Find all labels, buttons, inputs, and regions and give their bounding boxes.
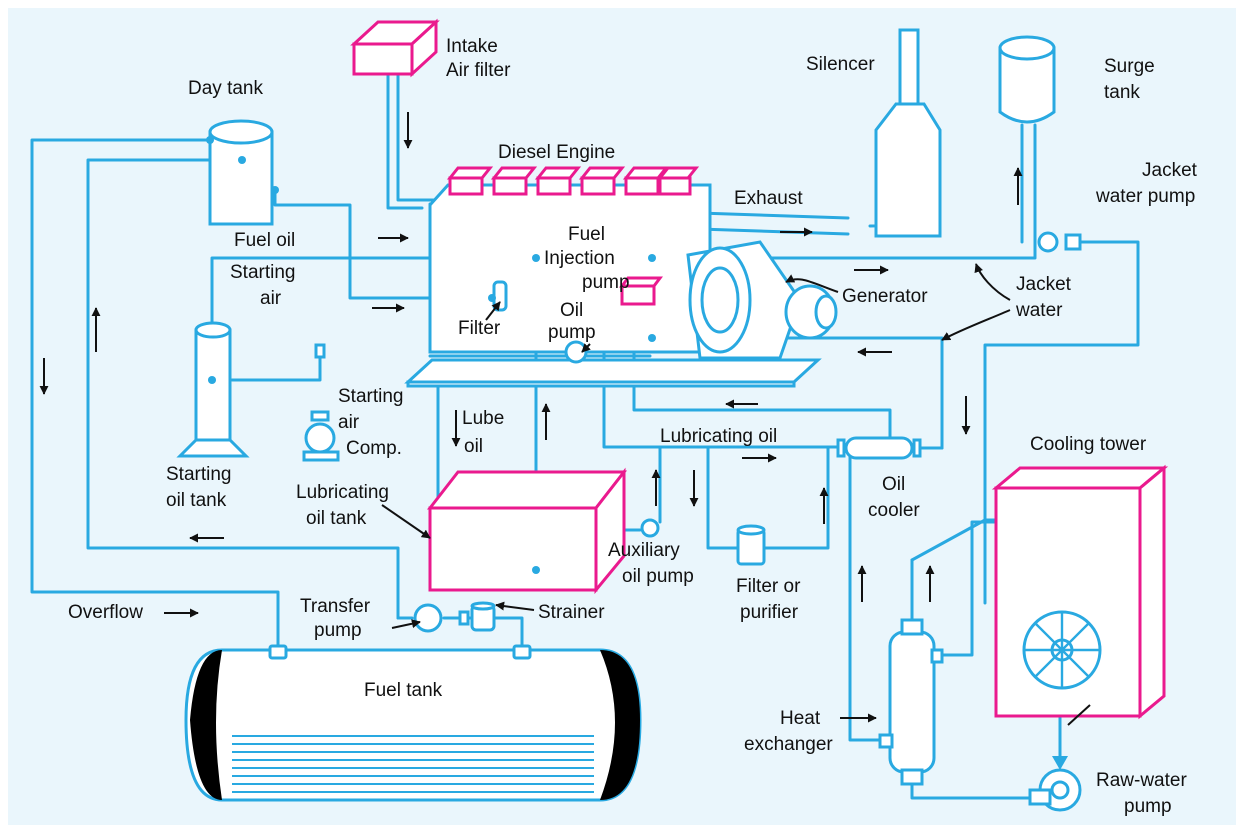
oil-cooler [836, 436, 922, 460]
heat-exchanger [878, 618, 944, 786]
label-heat-exchanger-1: Heat [780, 708, 821, 729]
label-raw-water-pump-2: pump [1124, 796, 1172, 817]
label-filter-or-purifier-2: purifier [740, 602, 799, 623]
label-exhaust: Exhaust [734, 188, 803, 209]
starting-air-compressor [302, 343, 340, 462]
label-starting-air-comp-3: Comp. [346, 438, 402, 459]
label-starting-oil-tank-1: Starting [166, 464, 231, 485]
fuel-tank [184, 644, 642, 802]
label-jacket-water-1: Jacket [1016, 274, 1072, 295]
starting-oil-tank [176, 321, 250, 458]
label-fuel-injection-pump-1: Fuel [568, 224, 605, 245]
label-lube-oil-1: Lube [462, 408, 504, 429]
label-cooling-tower: Cooling tower [1030, 434, 1147, 455]
label-pointers [381, 263, 1091, 726]
label-silencer: Silencer [806, 54, 875, 75]
label-starting-air-comp-2: air [338, 412, 360, 433]
label-jacket-water-pump-2: water pump [1095, 186, 1195, 207]
label-lubricating-oil-tank-1: Lubricating [296, 482, 389, 503]
generator [686, 240, 838, 360]
label-oil-cooler-2: cooler [868, 500, 920, 521]
label-filter: Filter [458, 318, 501, 339]
label-fuel-tank: Fuel tank [364, 680, 443, 701]
engine-cylinder-heads [446, 166, 700, 196]
lubricating-oil-tank [426, 467, 628, 595]
pipe-junctions [206, 136, 656, 574]
auxiliary-oil-pump [640, 518, 660, 538]
filter-or-purifier [736, 524, 766, 566]
label-starting-air-2: air [260, 288, 282, 309]
label-auxiliary-oil-pump-2: oil pump [622, 566, 694, 587]
label-fuel-injection-pump-2: Injection [544, 248, 615, 269]
raw-water-pump [1028, 756, 1082, 812]
silencer [874, 28, 942, 238]
surge-tank [998, 35, 1056, 124]
fuel-injection-pump [619, 276, 663, 306]
label-diesel-engine: Diesel Engine [498, 142, 615, 163]
label-oil-pump-1: Oil [560, 300, 583, 321]
label-generator: Generator [842, 286, 928, 307]
label-transfer-pump-1: Transfer [300, 596, 371, 617]
label-heat-exchanger-2: exchanger [744, 734, 833, 755]
label-strainer: Strainer [538, 602, 605, 623]
label-lube-oil-2: oil [464, 436, 483, 457]
strainer [470, 601, 496, 632]
label-lubricating-oil: Lubricating oil [660, 426, 777, 447]
label-oil-pump-2: pump [548, 322, 596, 343]
label-surge-tank-2: tank [1104, 82, 1140, 103]
label-lubricating-oil-tank-2: oil tank [306, 508, 367, 529]
label-filter-or-purifier-1: Filter or [736, 576, 801, 597]
labels: Intake Air filter Silencer Surge tank Da… [68, 36, 1198, 817]
jacket-water-pump [1037, 231, 1082, 253]
label-starting-air-comp-1: Starting [338, 386, 403, 407]
label-intake-air-filter-1: Intake [446, 36, 498, 57]
label-oil-cooler-1: Oil [882, 474, 905, 495]
label-fuel-oil: Fuel oil [234, 230, 295, 251]
label-surge-tank-1: Surge [1104, 56, 1155, 77]
intake-air-filter [350, 18, 440, 78]
day-tank [208, 119, 274, 226]
label-overflow: Overflow [68, 602, 143, 623]
label-jacket-water-2: water [1015, 300, 1063, 321]
label-jacket-water-pump-1: Jacket [1142, 160, 1198, 181]
label-transfer-pump-2: pump [314, 620, 362, 641]
label-starting-air-1: Starting [230, 262, 295, 283]
label-intake-air-filter-2: Air filter [446, 60, 511, 81]
cooling-tower [991, 464, 1169, 720]
label-day-tank: Day tank [188, 78, 263, 99]
transfer-pump [413, 603, 470, 633]
label-starting-oil-tank-2: oil tank [166, 490, 227, 511]
flow-arrows [39, 112, 1023, 618]
label-fuel-injection-pump-3: pump [582, 272, 630, 293]
label-raw-water-pump-1: Raw-water [1096, 770, 1187, 791]
label-auxiliary-oil-pump-1: Auxiliary [608, 540, 680, 561]
